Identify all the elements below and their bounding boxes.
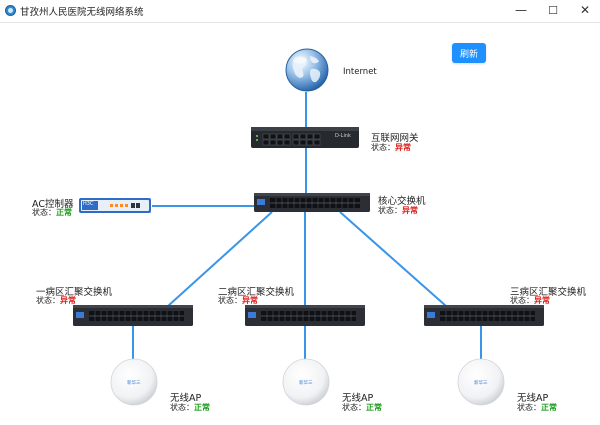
- ac-brand: H3C: [83, 201, 94, 207]
- ap1-label: 无线AP: [170, 393, 202, 404]
- gateway-brand: D-Link: [335, 133, 351, 139]
- app-icon: [5, 5, 16, 16]
- ap3-status-value: 正常: [541, 403, 557, 412]
- gateway-label: 互联网网关: [371, 133, 419, 144]
- ap2-status: 状态：正常: [342, 402, 382, 413]
- agg3-label: 三病区汇聚交换机: [510, 287, 587, 298]
- link-core-agg3: [339, 211, 447, 307]
- ap1-device[interactable]: 新华三: [110, 358, 158, 406]
- agg1-switch-device[interactable]: [73, 305, 193, 326]
- agg3-status: 状态：异常: [510, 295, 550, 306]
- ap3-status-prefix: 状态：: [517, 403, 541, 412]
- ap3-logo: 新华三: [474, 381, 488, 386]
- window-title: 甘孜州人民医院无线网络系统: [20, 7, 144, 18]
- refresh-button[interactable]: 刷新: [452, 43, 486, 63]
- core-switch-label: 核心交换机: [378, 196, 426, 207]
- gateway-status-value: 异常: [395, 143, 411, 152]
- ac-status-value: 正常: [56, 208, 72, 217]
- agg3-switch-device[interactable]: [424, 305, 544, 326]
- gateway-status-prefix: 状态：: [371, 143, 395, 152]
- agg1-status-prefix: 状态：: [36, 296, 60, 305]
- agg2-status-value: 异常: [242, 296, 258, 305]
- title-bar: 甘孜州人民医院无线网络系统 — ☐ ✕: [0, 0, 600, 23]
- gateway-status: 状态：异常: [371, 142, 411, 153]
- minimize-button[interactable]: —: [515, 3, 527, 17]
- ap2-status-value: 正常: [366, 403, 382, 412]
- agg2-label: 二病区汇聚交换机: [218, 287, 295, 298]
- agg1-status-value: 异常: [60, 296, 76, 305]
- link-core-agg1: [167, 211, 273, 307]
- ap3-device[interactable]: 新华三: [457, 358, 505, 406]
- ac-status: 状态：正常: [32, 207, 72, 218]
- internet-globe-icon[interactable]: [284, 47, 330, 93]
- ap2-label: 无线AP: [342, 393, 374, 404]
- agg2-status: 状态：异常: [218, 295, 258, 306]
- ap1-status-prefix: 状态：: [170, 403, 194, 412]
- ap3-status: 状态：正常: [517, 402, 557, 413]
- ap2-status-prefix: 状态：: [342, 403, 366, 412]
- core-switch-status: 状态：异常: [378, 205, 418, 216]
- ap2-device[interactable]: 新华三: [282, 358, 330, 406]
- internet-label: Internet: [343, 67, 377, 77]
- ac-controller-device[interactable]: H3C: [79, 198, 151, 213]
- core-status-value: 异常: [402, 206, 418, 215]
- agg3-status-prefix: 状态：: [510, 296, 534, 305]
- ap1-status-value: 正常: [194, 403, 210, 412]
- core-status-prefix: 状态：: [378, 206, 402, 215]
- agg2-status-prefix: 状态：: [218, 296, 242, 305]
- core-switch-device[interactable]: [254, 193, 370, 212]
- maximize-button[interactable]: ☐: [548, 3, 558, 17]
- agg2-switch-device[interactable]: [245, 305, 365, 326]
- ac-label: AC控制器: [32, 199, 74, 210]
- ap2-logo: 新华三: [299, 381, 313, 386]
- agg3-status-value: 异常: [534, 296, 550, 305]
- ap1-logo: 新华三: [127, 381, 141, 386]
- ap1-status: 状态：正常: [170, 402, 210, 413]
- agg1-label: 一病区汇聚交换机: [36, 287, 113, 298]
- gateway-device[interactable]: D-Link: [251, 127, 359, 148]
- ap3-label: 无线AP: [517, 393, 549, 404]
- close-button[interactable]: ✕: [579, 3, 591, 17]
- agg1-status: 状态：异常: [36, 295, 76, 306]
- ac-status-prefix: 状态：: [32, 208, 56, 217]
